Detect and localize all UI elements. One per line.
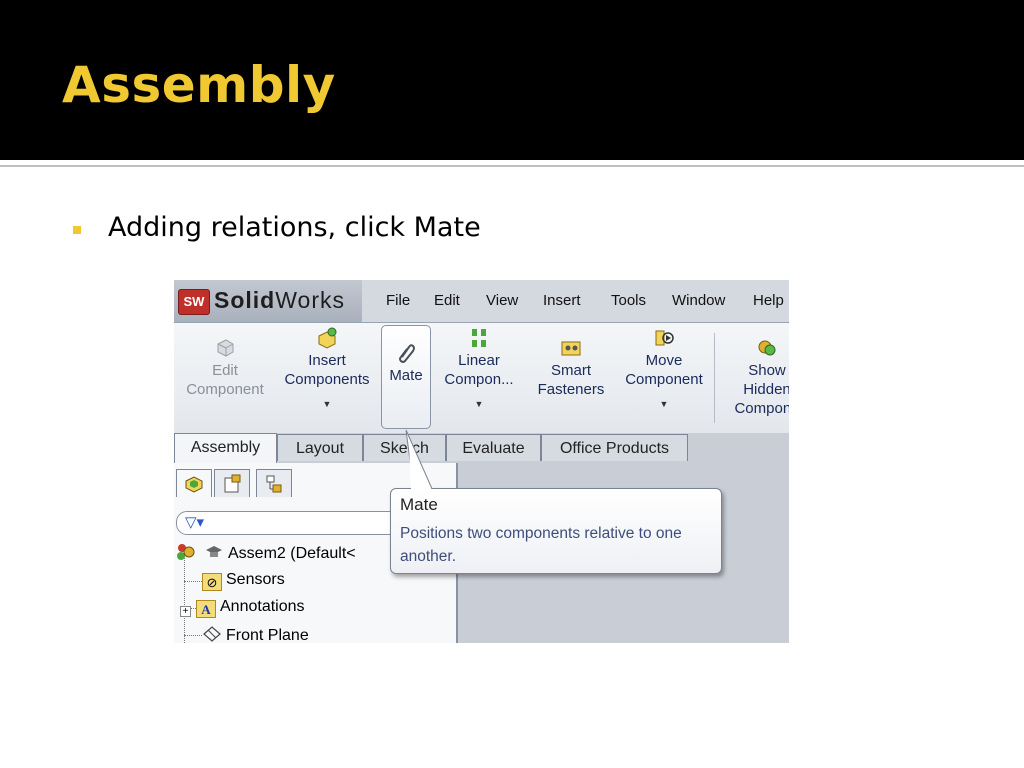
- linear-component-pattern-button[interactable]: Linear Compon... ▼: [436, 313, 522, 421]
- menu-view[interactable]: View: [486, 292, 519, 309]
- tree-item-label: Sensors: [226, 571, 285, 588]
- insert-components-label-1: Insert: [308, 352, 346, 369]
- logo-name-rest: Works: [275, 287, 345, 313]
- ribbon-separator: [714, 333, 715, 423]
- solidworks-logo: SW SolidWorks: [174, 280, 362, 322]
- show-hidden-label-3: Compone: [734, 400, 789, 417]
- insert-components-label-2: Components: [284, 371, 370, 388]
- sw-logo-icon: SW: [178, 289, 210, 315]
- smart-fasteners-icon: [561, 341, 581, 356]
- insert-components-icon: [318, 327, 337, 349]
- smart-fasteners-label-1: Smart: [550, 362, 591, 379]
- edit-component-icon: [217, 339, 234, 357]
- tree-root-assembly[interactable]: Assem2 (Default<: [176, 543, 356, 563]
- menu-insert[interactable]: Insert: [543, 292, 581, 309]
- chevron-down-icon[interactable]: ▼: [322, 399, 332, 409]
- configuration-manager-tab[interactable]: [256, 469, 292, 497]
- solidworks-screenshot: SW SolidWorks File Edit View Insert Tool…: [174, 280, 789, 643]
- tab-evaluate[interactable]: Evaluate: [446, 434, 541, 461]
- menu-bar: SW SolidWorks File Edit View Insert Tool…: [174, 280, 789, 323]
- chevron-down-icon[interactable]: ▼: [474, 399, 484, 409]
- move-component-button[interactable]: Move Component ▼: [619, 313, 709, 421]
- graduation-cap-icon: [204, 543, 224, 561]
- edit-component-label-2: Component: [186, 381, 264, 398]
- tree-root-label: Assem2 (Default<: [228, 545, 356, 562]
- menu-help[interactable]: Help: [753, 292, 784, 309]
- sensors-icon: ⊘: [202, 573, 222, 591]
- annotations-icon: A: [196, 600, 216, 618]
- chevron-down-icon[interactable]: ▼: [659, 399, 669, 409]
- tree-guide-line: [184, 635, 202, 636]
- move-component-icon: [655, 330, 674, 346]
- slide-title: Assembly: [62, 56, 336, 114]
- show-hidden-label-1: Show: [748, 362, 786, 379]
- paperclip-icon: [399, 344, 415, 363]
- slide-header: Assembly: [0, 0, 1024, 160]
- tree-guide-line: [184, 553, 185, 643]
- show-hidden-icon: [758, 340, 776, 356]
- menu-window[interactable]: Window: [672, 292, 726, 309]
- linear-pattern-icon: [472, 329, 486, 347]
- linear-component-label-2: Compon...: [444, 371, 514, 388]
- smart-fasteners-label-2: Fasteners: [537, 381, 605, 398]
- bullet-text: Adding relations, click Mate: [108, 212, 481, 243]
- feature-tree-icon: [185, 476, 203, 493]
- tree-guide-line: [184, 581, 202, 582]
- insert-components-button[interactable]: Insert Components ▼: [278, 313, 376, 421]
- assembly-icon: [176, 543, 200, 561]
- tree-item-front-plane[interactable]: Front Plane: [202, 625, 309, 643]
- tab-sketch[interactable]: Sketch: [363, 434, 446, 461]
- show-hidden-components-button[interactable]: Show Hidden Compone: [722, 323, 789, 431]
- linear-component-label-1: Linear: [458, 352, 500, 369]
- bullet-icon: [73, 226, 81, 234]
- tooltip-title: Mate: [400, 495, 438, 514]
- tree-item-label: Front Plane: [226, 627, 309, 643]
- property-manager-tab[interactable]: [214, 469, 250, 497]
- move-component-label-1: Move: [645, 352, 683, 369]
- header-divider: [0, 160, 1024, 164]
- menu-tools[interactable]: Tools: [611, 292, 647, 309]
- logo-text: SolidWorks: [214, 287, 345, 314]
- plane-icon: [202, 625, 222, 643]
- tab-office-products[interactable]: Office Products: [541, 434, 688, 461]
- mate-button[interactable]: Mate: [381, 325, 431, 429]
- mate-tooltip: Mate Positions two components relative t…: [390, 488, 722, 574]
- tab-assembly[interactable]: Assembly: [174, 433, 277, 463]
- property-manager-icon: [224, 474, 241, 493]
- command-manager: Edit Component Insert Components ▼ Mate …: [174, 323, 789, 434]
- command-tab-bar: Assembly Layout Sketch Evaluate Office P…: [174, 433, 789, 463]
- configuration-manager-icon: [266, 475, 282, 493]
- tab-layout[interactable]: Layout: [277, 434, 363, 461]
- feature-manager-tabs: [174, 469, 456, 497]
- tree-item-label: Annotations: [220, 598, 305, 615]
- menu-edit[interactable]: Edit: [434, 292, 460, 309]
- tooltip-description: Positions two components relative to one…: [400, 525, 682, 565]
- edit-component-button[interactable]: Edit Component: [178, 323, 272, 431]
- smart-fasteners-button[interactable]: Smart Fasteners: [531, 323, 611, 431]
- move-component-label-2: Component: [625, 371, 703, 388]
- feature-tree-tab[interactable]: [176, 469, 212, 497]
- show-hidden-label-2: Hidden: [743, 381, 789, 398]
- header-divider-line: [0, 165, 1024, 167]
- filter-icon[interactable]: ▽▾: [185, 514, 205, 531]
- menu-file[interactable]: File: [386, 292, 411, 309]
- expand-icon[interactable]: +: [180, 606, 191, 617]
- tree-item-sensors[interactable]: ⊘Sensors: [202, 571, 285, 591]
- mate-label: Mate: [389, 367, 423, 384]
- logo-name-bold: Solid: [214, 287, 276, 313]
- edit-component-label-1: Edit: [212, 362, 238, 379]
